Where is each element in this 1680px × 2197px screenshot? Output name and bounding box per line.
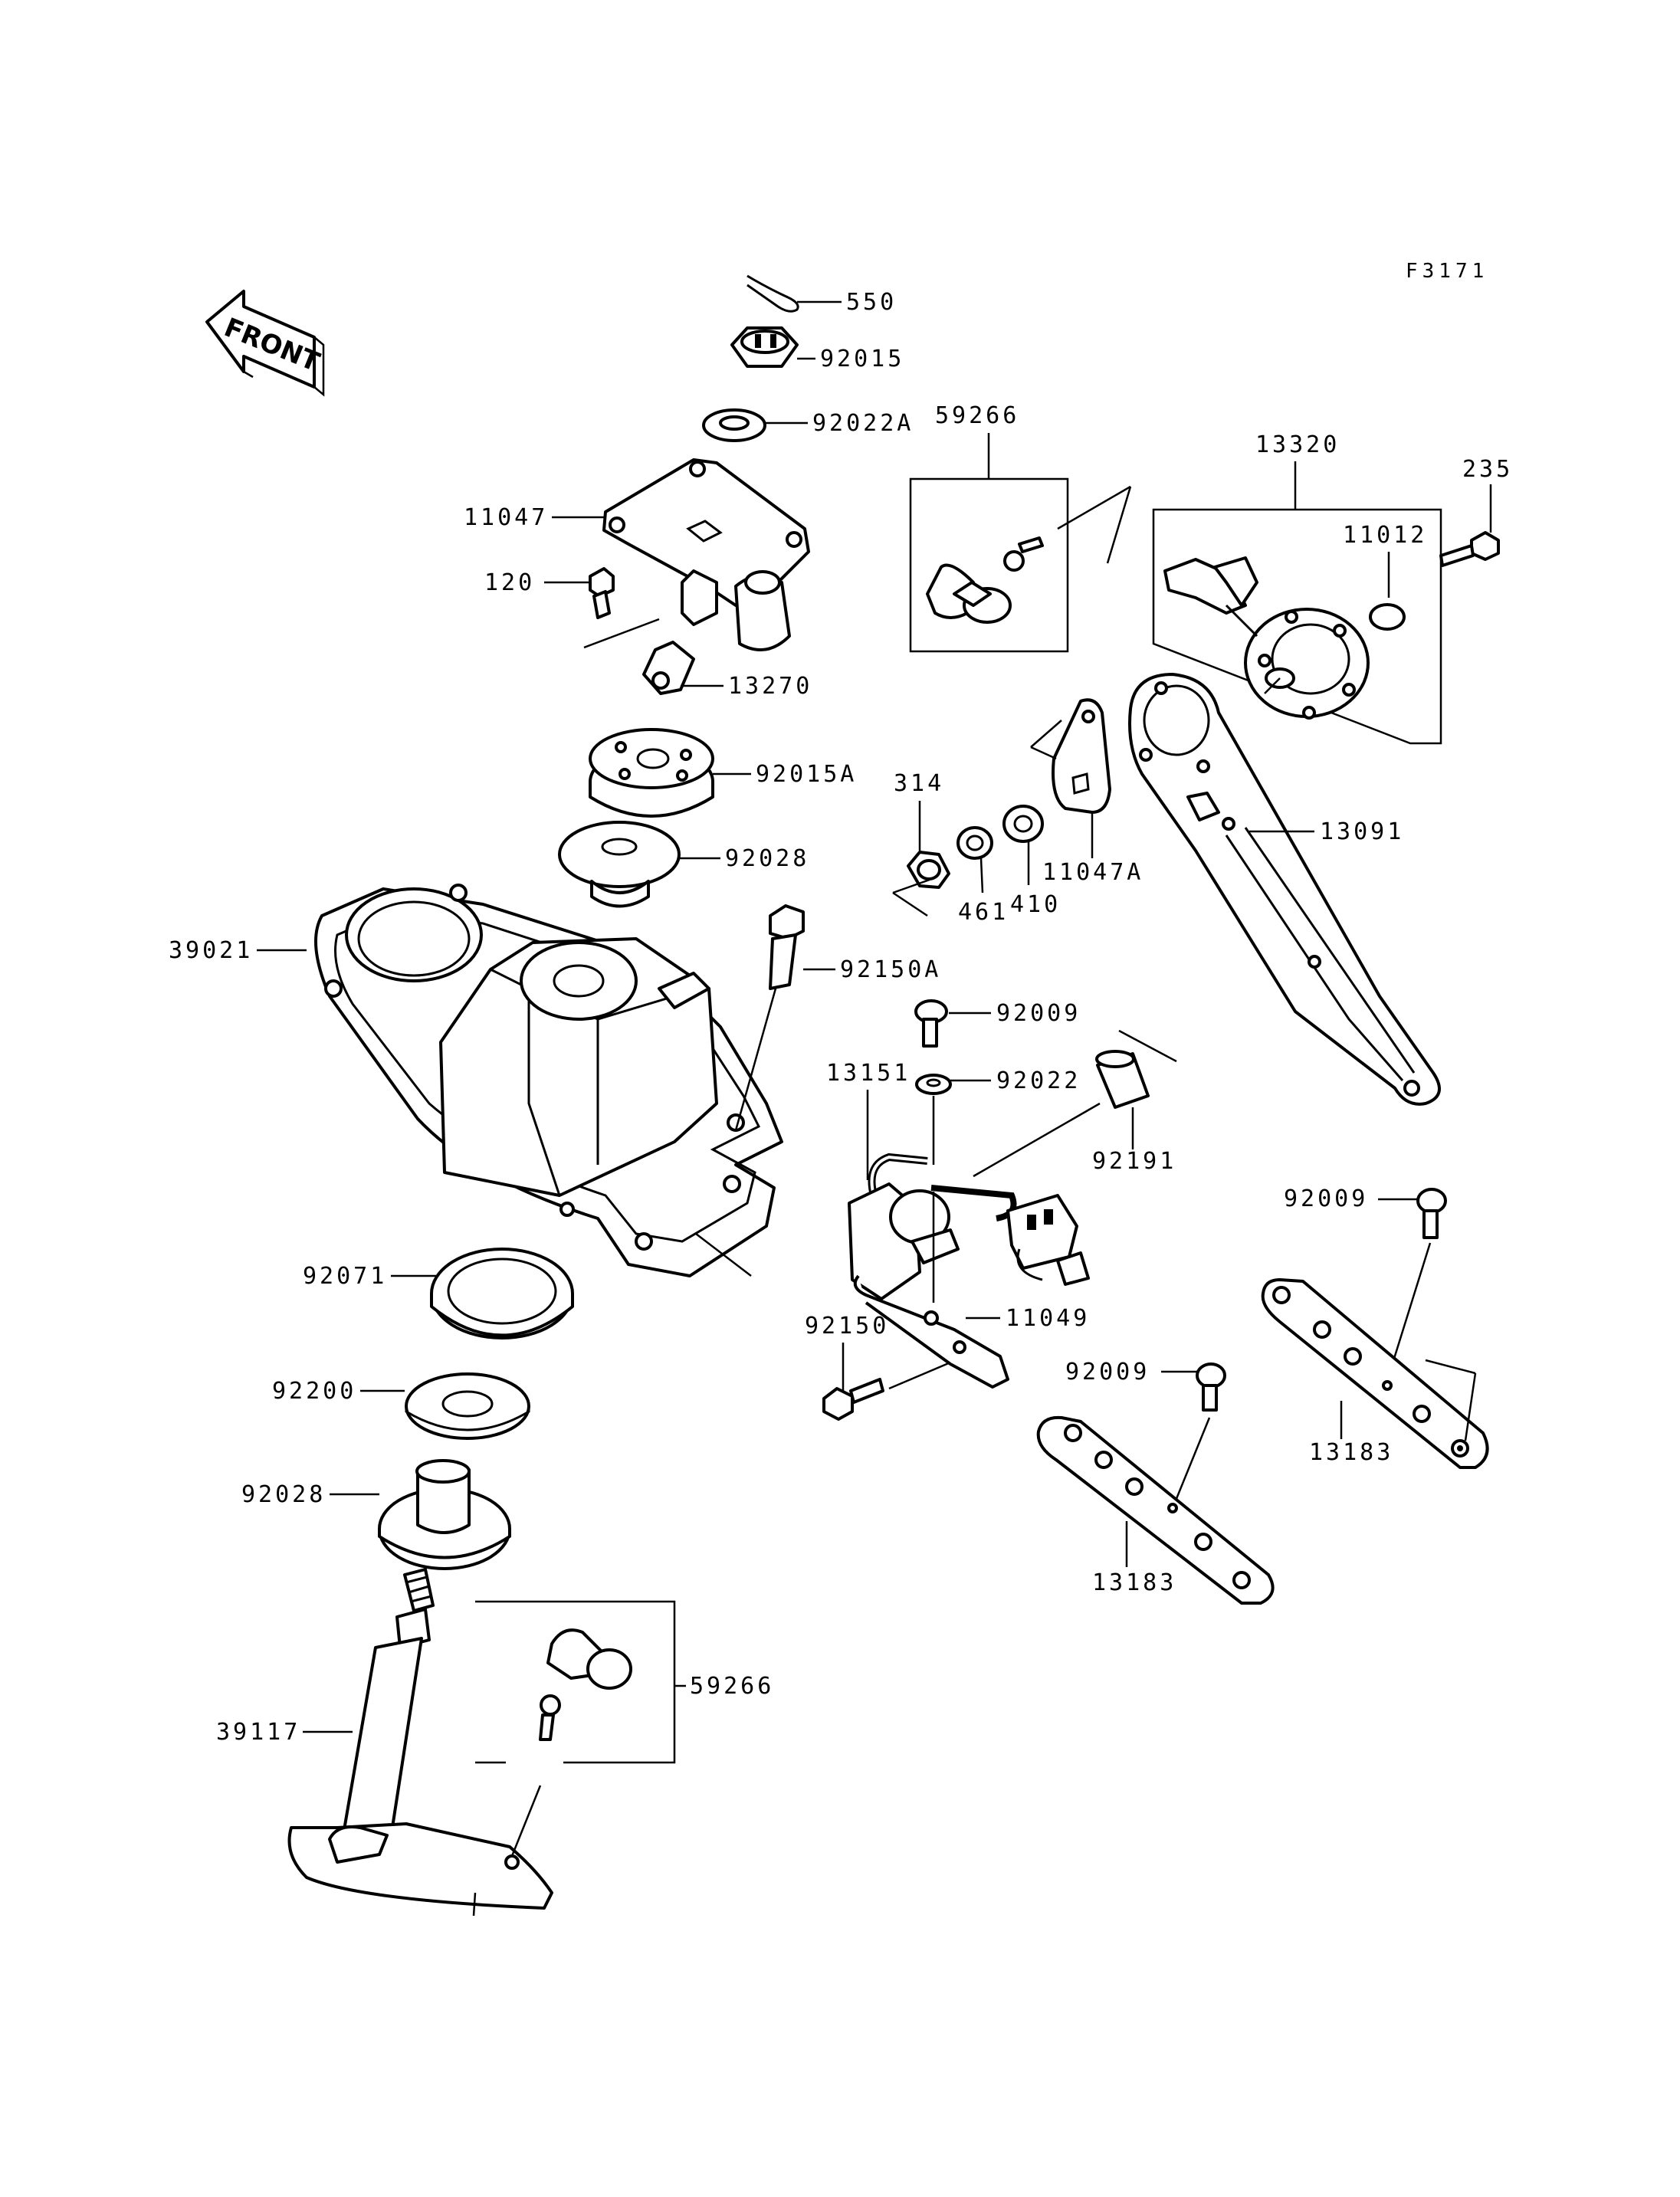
label-92015: 92015 [820, 346, 904, 372]
label-92150a: 92150A [840, 956, 941, 983]
figure-code: F3171 [1406, 260, 1488, 283]
label-39117: 39117 [216, 1719, 300, 1746]
plate-11047a: 11047A [1030, 698, 1144, 886]
label-11047a: 11047A [1042, 859, 1144, 886]
plug-kit-top: 59266 [909, 402, 1132, 653]
label-92022a: 92022A [812, 410, 914, 437]
label-92022: 92022 [996, 1067, 1081, 1094]
label-92009-a: 92009 [996, 1000, 1081, 1027]
washer-92022a: 92022A [702, 408, 914, 442]
bolt-92150: 92150 [805, 1313, 951, 1421]
label-13151: 13151 [826, 1060, 911, 1087]
sensor-13151: 13151 [826, 1060, 1090, 1300]
screw-92009-c: 92009 [1065, 1359, 1226, 1509]
label-11049: 11049 [1006, 1305, 1090, 1332]
screw-92009-a: 92009 [914, 999, 1081, 1048]
label-92028-top: 92028 [725, 845, 809, 872]
link-bar-left: 13183 [1036, 1415, 1275, 1605]
label-120: 120 [484, 569, 535, 596]
steering-arm-kit: 13320 11012 [1152, 431, 1442, 745]
bushing-bottom: 92028 [241, 1459, 511, 1570]
damper-92015a: 92015A [589, 728, 857, 818]
label-461: 461 [958, 899, 1009, 926]
label-13270: 13270 [728, 673, 812, 700]
label-92200: 92200 [272, 1378, 356, 1405]
label-11012: 11012 [1343, 522, 1427, 549]
label-59266-top: 59266 [935, 402, 1019, 429]
bracket-11049: 11049 [853, 1192, 1090, 1389]
label-92191: 92191 [1092, 1148, 1176, 1175]
top-bracket: 11047 [464, 458, 810, 651]
nut-washers: 314 461 410 [892, 770, 1061, 926]
label-92009-c: 92009 [1065, 1359, 1150, 1385]
label-13183-left: 13183 [1092, 1569, 1176, 1596]
label-235: 235 [1462, 456, 1513, 483]
bolt-120: 120 [484, 567, 660, 649]
front-arrow-icon: FRONT [205, 290, 325, 397]
screw-235: 235 [1439, 456, 1513, 567]
clip-13270: 13270 [642, 641, 812, 700]
plug-kit-bottom: 59266 [475, 1600, 774, 1764]
castle-nut: 92015 [730, 326, 904, 372]
label-11047: 11047 [464, 504, 548, 531]
collar-92191: 92191 [973, 1029, 1177, 1178]
bushing-top: 92028 [558, 821, 809, 908]
label-92015a: 92015A [756, 761, 857, 788]
steering-housing: 39021 [169, 884, 783, 1277]
steering-shaft: 39117 [216, 1568, 553, 1917]
label-92071: 92071 [303, 1263, 387, 1290]
label-92028-bottom: 92028 [241, 1481, 326, 1508]
label-410: 410 [1010, 891, 1061, 918]
washer-92022: 92022 [915, 1067, 1081, 1165]
label-13091: 13091 [1320, 818, 1404, 845]
label-314: 314 [894, 770, 944, 797]
link-bar-right: 13183 [1261, 1278, 1489, 1469]
label-13320: 13320 [1255, 431, 1340, 458]
cotter-pin: 550 [746, 274, 897, 316]
label-550: 550 [846, 289, 897, 316]
bolt-92150a: 92150A [734, 904, 941, 1131]
label-92150: 92150 [805, 1313, 889, 1340]
label-59266-bottom: 59266 [690, 1673, 774, 1700]
seal-92071: 92071 [303, 1248, 574, 1340]
label-92009-b: 92009 [1284, 1185, 1368, 1212]
washer-92200: 92200 [272, 1372, 530, 1440]
steering-arm-13091: 13091 [1128, 673, 1441, 1106]
label-13183-right: 13183 [1309, 1439, 1393, 1466]
label-39021: 39021 [169, 937, 253, 964]
